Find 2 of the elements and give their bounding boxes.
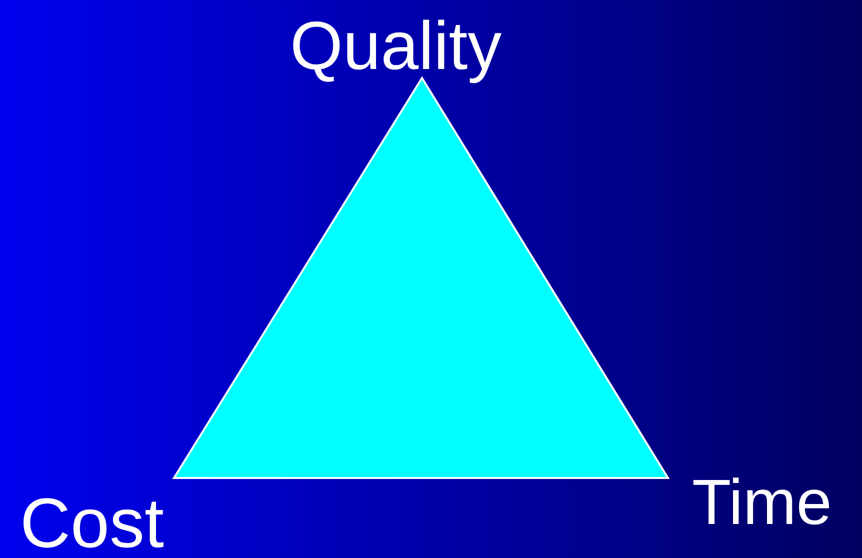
vertex-label: Cost: [20, 488, 164, 558]
vertex-label: Time: [692, 470, 832, 534]
